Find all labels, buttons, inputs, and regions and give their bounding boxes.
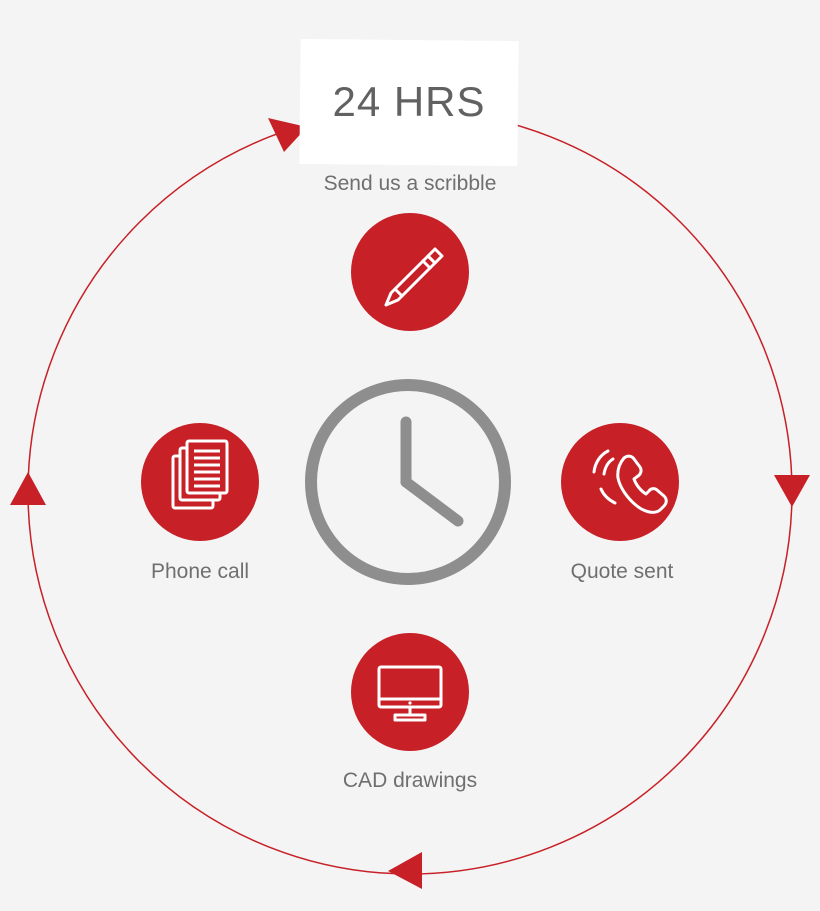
step-label-cad-drawings: CAD drawings — [342, 769, 478, 792]
arrow-top-left — [268, 118, 307, 152]
title-text: 24 HRS — [332, 78, 486, 125]
step-label-send-scribble: Send us a scribble — [323, 172, 497, 195]
step-cad-drawings — [351, 633, 469, 751]
clock-icon — [305, 379, 511, 585]
phone-icon — [592, 449, 668, 514]
monitor-icon — [377, 665, 443, 722]
step-label-phone-call: Phone call — [150, 560, 250, 583]
step-phone-call — [141, 423, 259, 541]
arrow-bottom — [388, 852, 422, 889]
step-quote-sent — [561, 423, 679, 541]
step-send-scribble — [351, 213, 469, 331]
arrow-left — [10, 472, 46, 505]
step-label-quote-sent: Quote sent — [570, 560, 674, 583]
pencil-icon — [384, 247, 444, 307]
arrow-right — [774, 475, 810, 507]
document-icon — [171, 439, 229, 510]
